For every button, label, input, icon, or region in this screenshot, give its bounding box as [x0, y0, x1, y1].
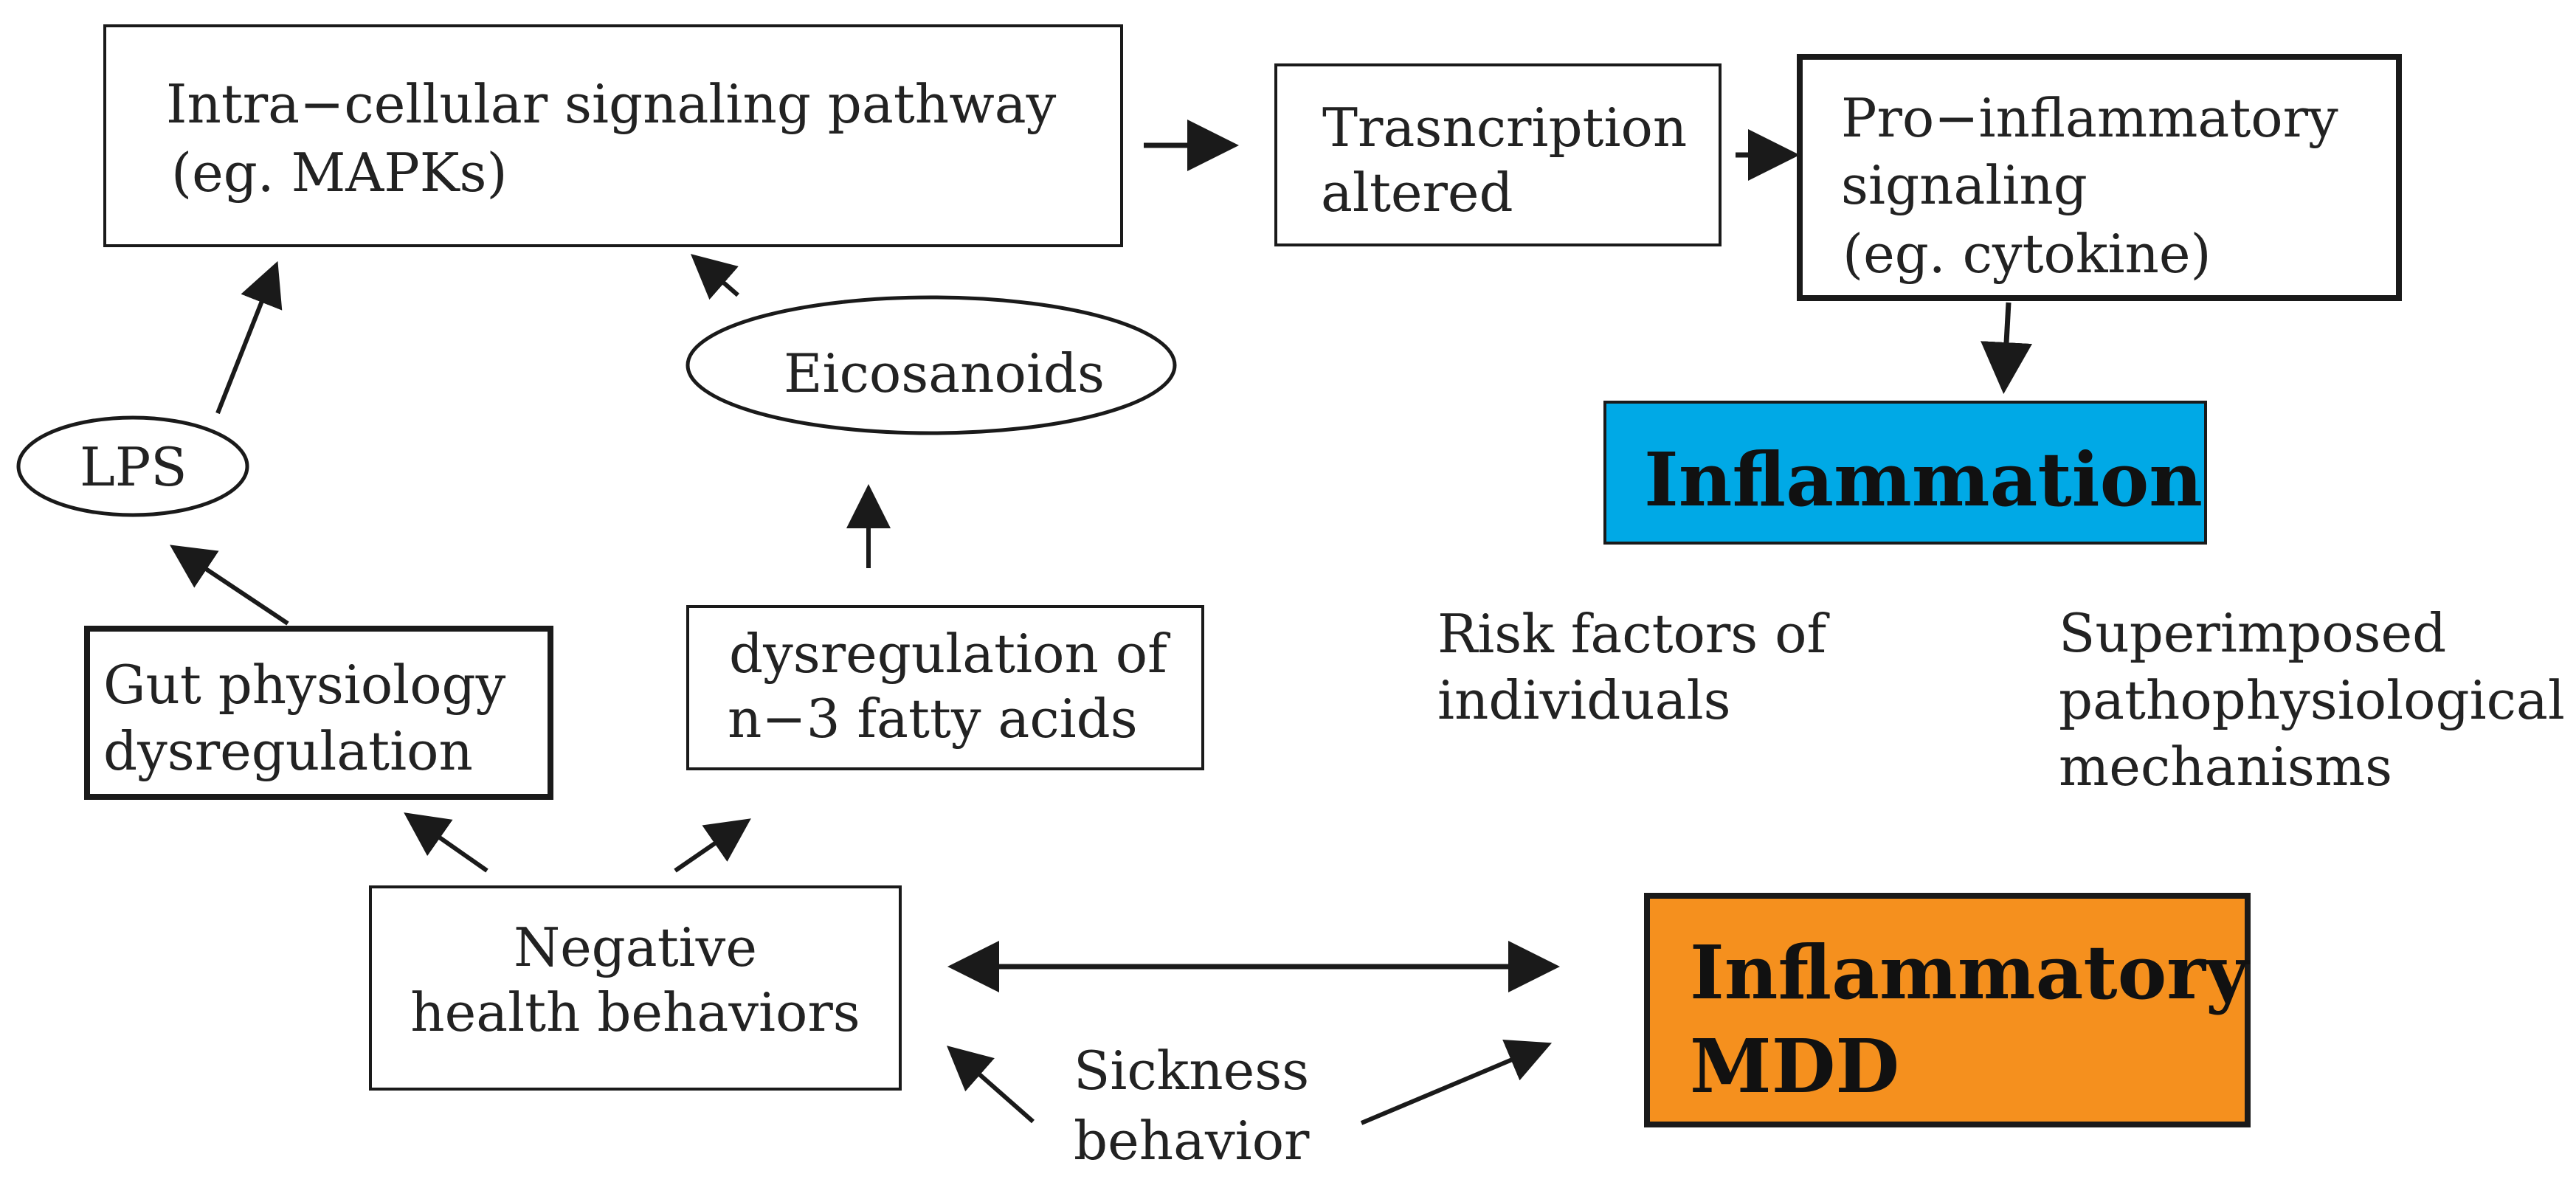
arrow-negative-to-gut	[404, 812, 488, 873]
risk-factors-line1: Risk factors of	[1437, 603, 1827, 665]
eicosanoids-ellipse	[686, 295, 1177, 435]
fatty-acids-box	[686, 605, 1204, 770]
proinflammatory-signaling-box	[1797, 54, 2402, 301]
superimposed-line1: Superimposed	[2059, 602, 2447, 664]
gut-line1: Gut physiology	[103, 654, 506, 716]
transcription-altered-box	[1274, 63, 1722, 246]
arrow-sickness-to-mdd	[1360, 1039, 1553, 1125]
intracellular-signaling-box	[103, 24, 1123, 247]
arrow-lps-to-intracellular	[215, 260, 283, 415]
sickness-line2: behavior	[1074, 1110, 1310, 1172]
arrow-gut-to-lps	[170, 545, 289, 626]
intracellular-line2: (eg. MAPKs)	[171, 142, 508, 204]
arrow-eicosanoids-to-intracellular	[690, 254, 739, 300]
inflammatory-mdd-box	[1644, 893, 2251, 1127]
eicosanoids-label: Eicosanoids	[784, 342, 1105, 404]
fatty-acids-line2: n−3 fatty acids	[728, 688, 1138, 750]
proinflammatory-line2: signaling	[1841, 154, 2088, 216]
gut-line2: dysregulation	[103, 720, 473, 782]
inflammation-label: Inflammation	[1644, 436, 2203, 523]
proinflammatory-line3: (eg. cytokine)	[1843, 223, 2211, 285]
inflammatory-mdd-line2: MDD	[1690, 1023, 1900, 1110]
negative-health-line2: health behaviors	[410, 981, 860, 1043]
negative-health-line1: Negative	[514, 916, 757, 978]
arrow-negative-to-fattyacids	[674, 818, 751, 873]
intracellular-line1: Intra−cellular signaling pathway	[166, 73, 1057, 135]
inflammation-box	[1603, 401, 2207, 545]
inflammatory-mdd-line1: Inflammatory	[1690, 929, 2249, 1016]
proinflammatory-line1: Pro−inflammatory	[1841, 87, 2338, 149]
lps-label: LPS	[80, 436, 187, 498]
fatty-acids-line1: dysregulation of	[729, 623, 1167, 685]
superimposed-line2: pathophysiological	[2059, 669, 2565, 731]
arrow-sickness-to-negative	[946, 1046, 1035, 1124]
sickness-line1: Sickness	[1074, 1040, 1310, 1102]
superimposed-line3: mechanisms	[2059, 736, 2393, 798]
lps-ellipse	[16, 415, 249, 517]
gut-physiology-box	[84, 626, 553, 800]
negative-health-box	[369, 885, 902, 1091]
risk-factors-line2: individuals	[1437, 669, 1731, 731]
transcription-line1: Trasncription	[1322, 97, 1688, 159]
arrow-proinflammatory-to-inflammation	[1981, 302, 2032, 394]
transcription-line2: altered	[1321, 162, 1513, 224]
